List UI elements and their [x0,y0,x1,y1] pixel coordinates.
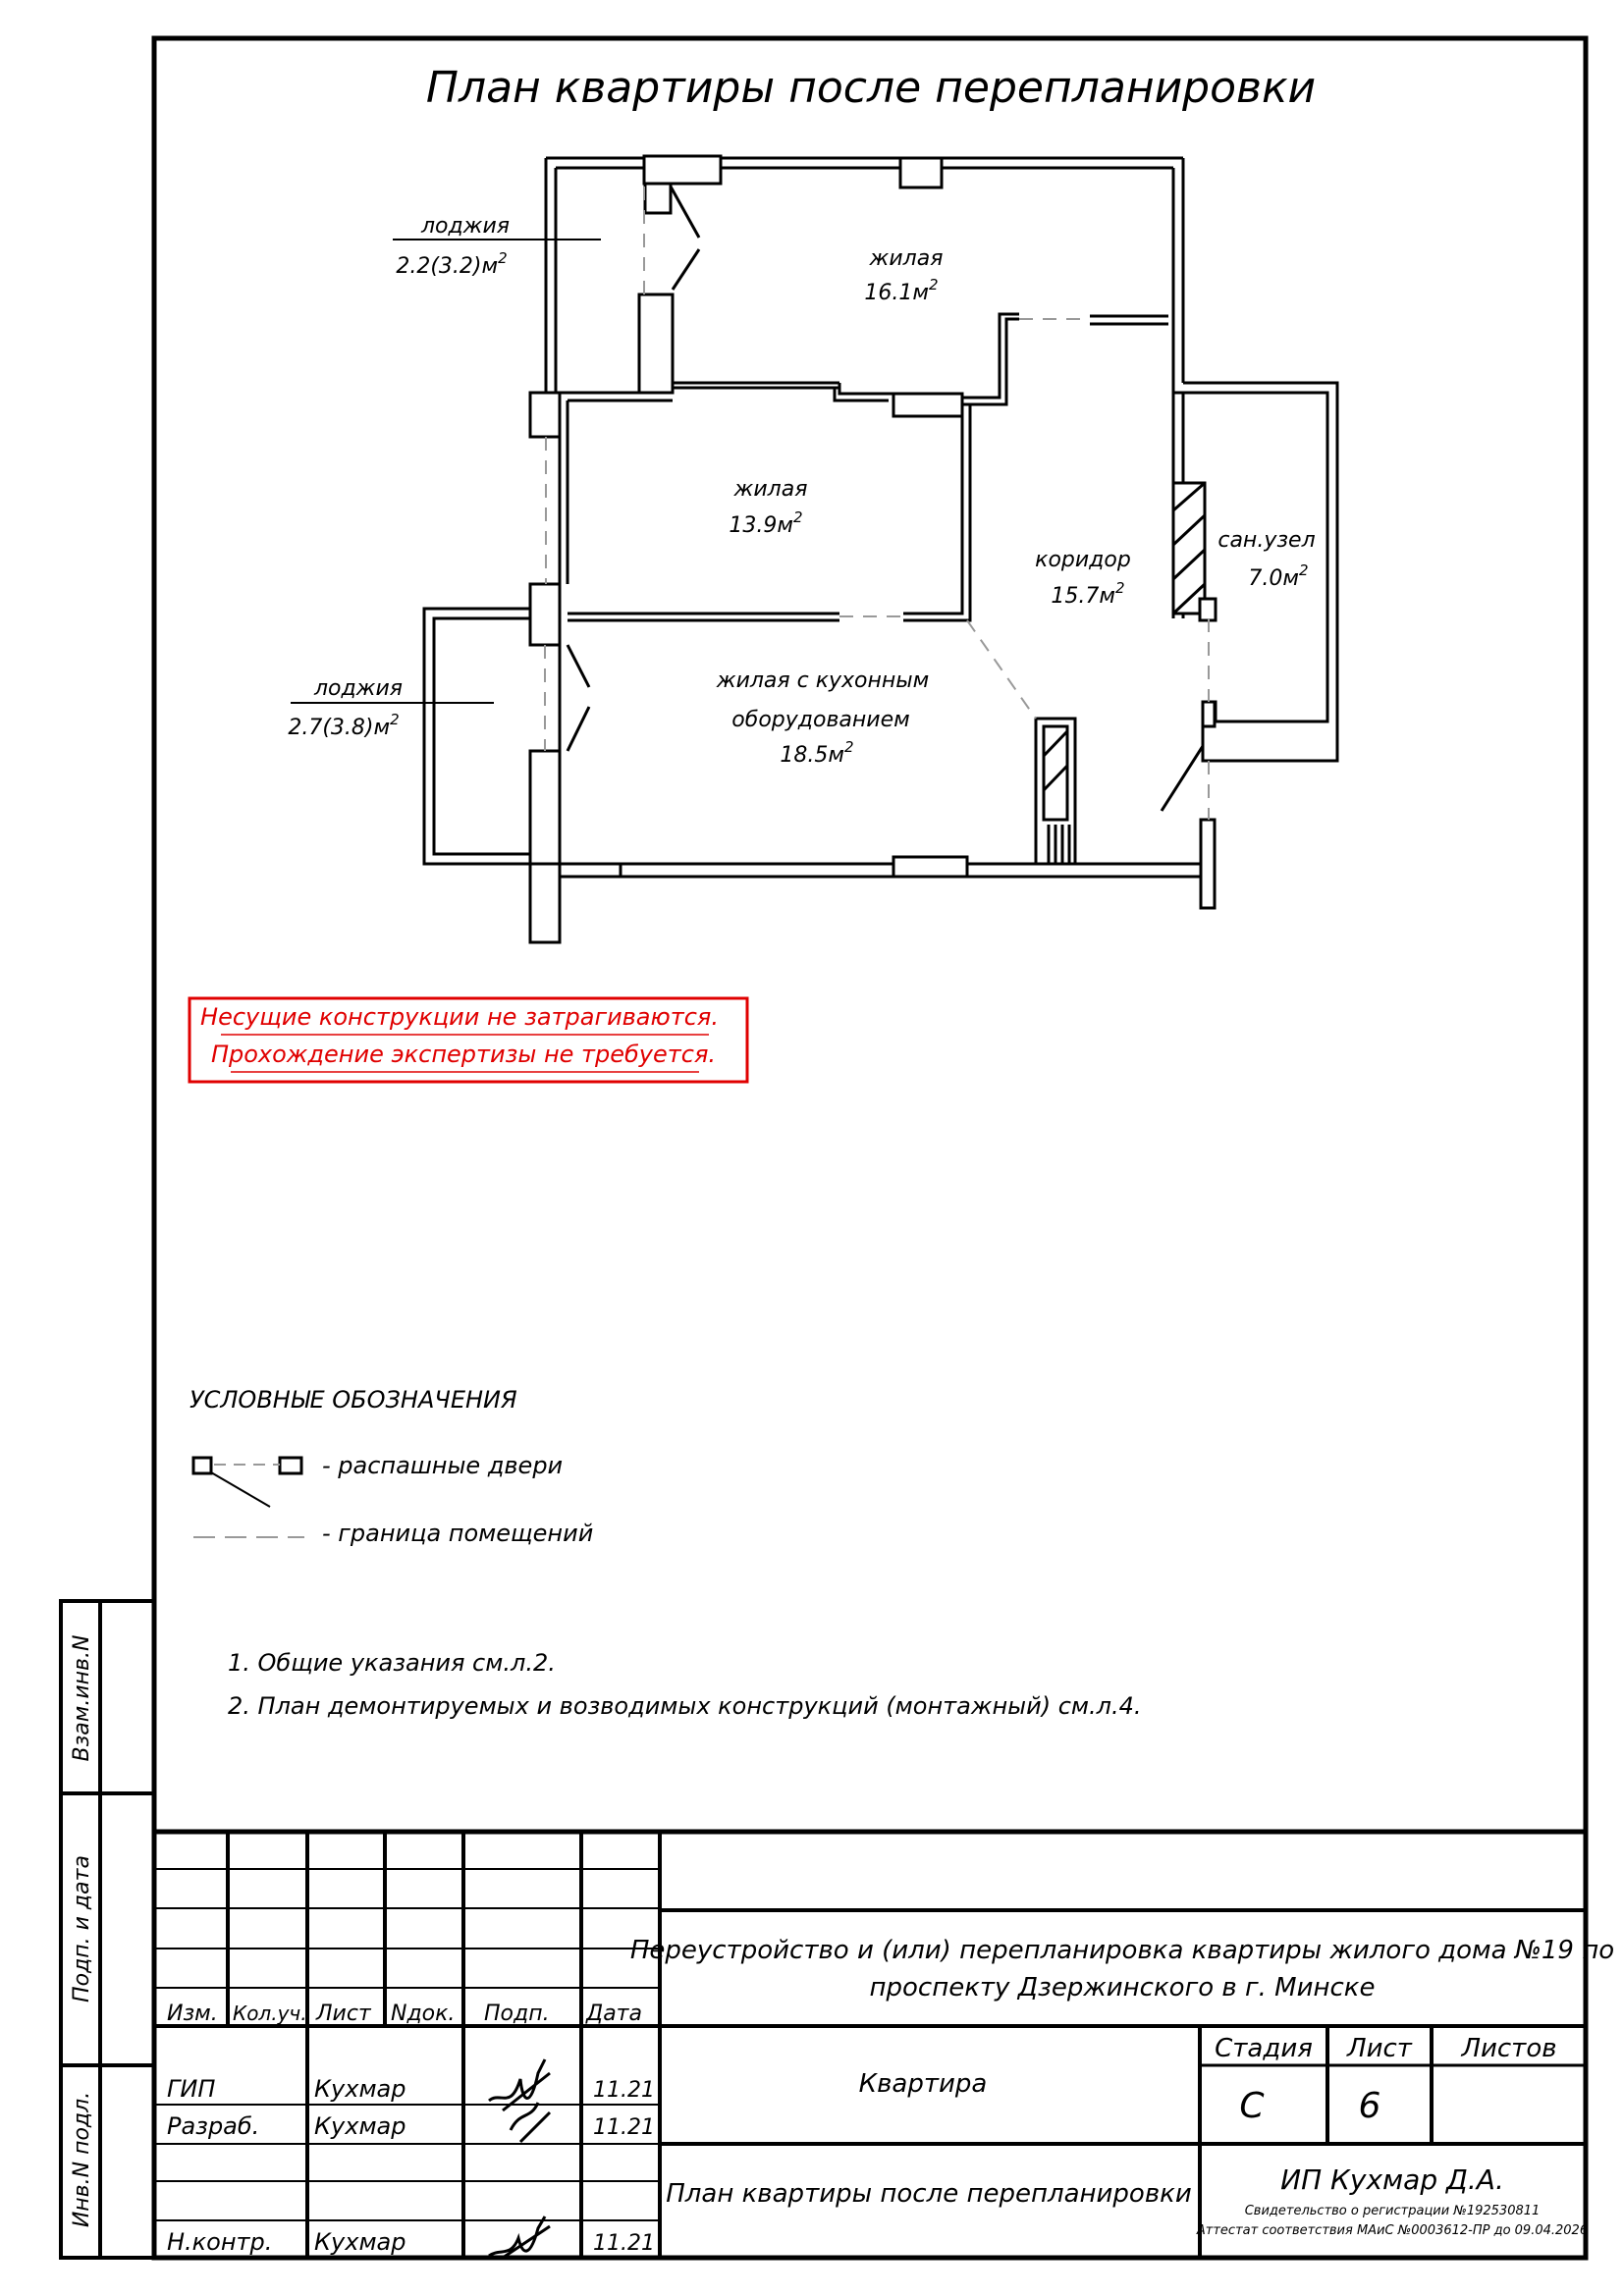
signature-icon [488,2058,552,2260]
room-area-loggia1: 2.2(3.2)м2 [396,249,507,279]
sheet-label: Лист [1346,2034,1413,2063]
room-area-corridor: 15.7м2 [1051,579,1124,609]
stamp-name-nkontr: Кухмар [314,2228,406,2256]
legend-title: УСЛОВНЫЕ ОБОЗНАЧЕНИЯ [189,1386,517,1414]
room-borders [544,187,1210,820]
sheets-label: Листов [1460,2034,1556,2063]
room-area-living1: 16.1м2 [864,276,938,305]
legend-doors: - распашные двери [322,1452,563,1479]
stamp-role-razrab: Разраб. [167,2112,259,2140]
notice-line2: Прохождение экспертизы не требуется. [211,1041,716,1068]
sheet-frame [59,35,1589,2261]
room-name-living3: жилая с кухонным [716,668,930,693]
object-name: Квартира [859,2069,988,2099]
room-name-bath: сан.узел [1217,528,1315,553]
sheet-title: План квартиры после перепланировки [666,2179,1192,2209]
stage-label: Стадия [1215,2034,1313,2063]
floor-plan [422,154,1339,944]
room-name-loggia1: лоджия [420,214,510,239]
notice-box: Несущие конструкции не затрагиваются. Пр… [188,996,749,1084]
stage-value: С [1239,2086,1265,2126]
stamp-date-nkontr: 11.21 [593,2231,655,2256]
note-2: 2. План демонтируемых и возводимых конст… [228,1692,1142,1720]
stamp-header-podp: Подп. [484,2002,550,2026]
room-area-loggia2: 2.7(3.8)м2 [288,711,399,740]
stamp-role-gip: ГИП [167,2075,215,2103]
note-1: 1. Общие указания см.л.2. [228,1649,556,1677]
room-name-loggia2: лоджия [313,676,403,701]
side-label-vzam: Взам.инв.N [70,1635,94,1762]
room-area-bath: 7.0м2 [1248,561,1308,591]
door-symbol-icon [191,1456,303,1508]
company-name: ИП Кухмар Д.А. [1280,2163,1504,2196]
legend: УСЛОВНЫЕ ОБОЗНАЧЕНИЯ - распашные двери -… [189,1386,593,1547]
page-title: План квартиры после перепланировки [426,63,1316,113]
stamp-header-kolich: Кол.уч. [233,2002,307,2025]
room-name-living1: жилая [869,246,944,271]
column [642,154,723,186]
legend-border: - граница помещений [322,1520,593,1547]
leader-lines [291,239,601,704]
notice-line1: Несущие конструкции не затрагиваются. [200,1003,719,1031]
stamp-header-ndok: Nдок. [391,2002,455,2026]
room-area-living2: 13.9м2 [729,508,802,538]
side-label-podp: Подп. и дата [70,1855,94,2002]
project-title-line2: проспекту Дзержинского в г. Минске [870,1973,1376,2002]
company-cert1: Свидетельство о регистрации №192530811 [1245,2204,1541,2218]
room-name-living2: жилая [733,477,808,502]
room-name-corridor: коридор [1035,548,1131,572]
stamp-date-razrab: 11.21 [593,2115,655,2140]
side-label-inv: Инв.N подл. [70,2092,94,2227]
title-block [154,1829,1586,2258]
stamp-name-razrab: Кухмар [314,2112,406,2140]
room-area-living3: 18.5м2 [780,738,853,768]
room-name-living3-line2: оборудованием [731,708,909,732]
stamp-header-list: Лист [315,2002,372,2026]
stamp-role-nkontr: Н.контр. [167,2228,272,2256]
stamp-date-gip: 11.21 [593,2078,655,2103]
project-title-line1: Переустройство и (или) перепланировка кв… [630,1936,1614,1965]
stamp-header-data: Дата [585,2002,642,2026]
company-cert2: Аттестат соответствия МАиС №0003612-ПР д… [1196,2223,1588,2238]
stamp-header-izm: Изм. [167,2002,218,2026]
room-labels: жилая 16.1м2 жилая 13.9м2 жилая с кухонн… [288,214,1315,768]
stamp-name-gip: Кухмар [314,2075,406,2103]
sheet-value: 6 [1359,2086,1381,2126]
